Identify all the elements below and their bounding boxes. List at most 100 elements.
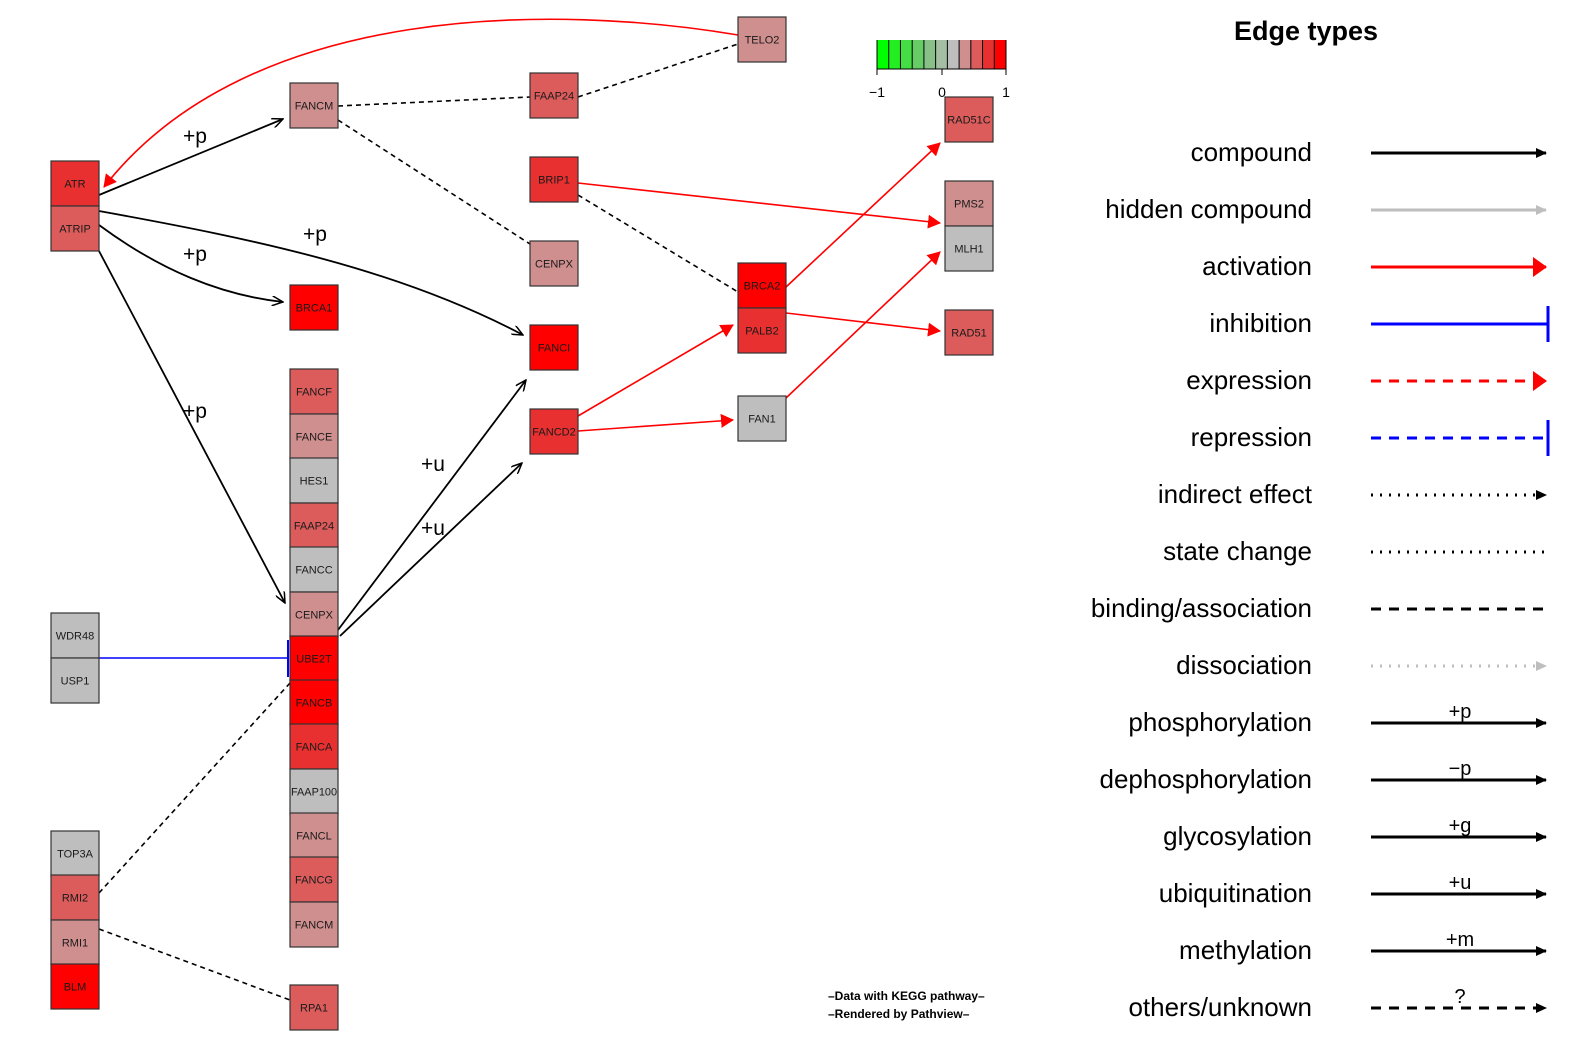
gene-node-label: FAAP24 [294,521,334,533]
gene-node-rpa1[interactable]: RPA1 [289,984,339,1031]
color-scale-cell [959,40,972,69]
gene-node-atrip[interactable]: ATRIP [50,205,100,252]
legend-item-label: phosphorylation [1128,707,1312,737]
gene-node-rmi1[interactable]: RMI1 [50,919,100,966]
color-scale-cell [900,40,913,69]
edge-atr-fancm [98,119,283,196]
edge-brip1-pms2 [577,182,941,229]
edge-rmi1-rpa1 [98,928,291,1001]
edge-telo2-atr [103,18,739,188]
gene-node-top3a[interactable]: TOP3A [50,830,100,877]
gene-node-fancb[interactable]: FANCB [289,679,339,726]
color-scale-cell [947,40,960,69]
gene-node-usp1[interactable]: USP1 [50,657,100,704]
edge-label-atrip-brca1: +p [183,243,207,266]
gene-node-label: CENPX [295,610,334,622]
legend-item-label: methylation [1179,935,1312,965]
gene-node-blm[interactable]: BLM [50,963,100,1010]
gene-node-wdr48[interactable]: WDR48 [50,612,100,659]
edge-palb2-rad51 [785,312,941,337]
gene-node-rmi2[interactable]: RMI2 [50,874,100,921]
gene-node-fancf[interactable]: FANCF [289,368,339,415]
gene-node-label: RMI1 [62,938,88,950]
gene-node-box [289,502,339,549]
gene-node-cenpx_top[interactable]: CENPX [529,240,579,287]
gene-node-fancl[interactable]: FANCL [289,812,339,859]
edge-label-atr-fancm: +p [183,125,207,148]
gene-node-rad51[interactable]: RAD51 [944,309,994,356]
gene-node-fanci[interactable]: FANCI [529,324,579,371]
legend-item-label: binding/association [1091,593,1312,623]
gene-node-atr[interactable]: ATR [50,160,100,207]
gene-node-brip1[interactable]: BRIP1 [529,156,579,203]
gene-node-box [289,984,339,1031]
gene-node-label: TOP3A [57,849,94,861]
gene-node-brca1[interactable]: BRCA1 [289,284,339,331]
gene-node-box [50,874,100,921]
gene-node-label: BRCA2 [744,281,781,293]
gene-node-fancc[interactable]: FANCC [289,546,339,593]
color-scale-cell [888,40,901,69]
gene-node-label: FANCD2 [532,427,575,439]
edge-fancm-cenpx [337,119,531,245]
gene-node-fancm_col[interactable]: FANCM [289,901,339,948]
legend-item-label: state change [1163,536,1312,566]
gene-node-label: WDR48 [56,631,95,643]
gene-node-fancg[interactable]: FANCG [289,856,339,903]
gene-node-label: RMI2 [62,893,88,905]
gene-node-hes1[interactable]: HES1 [289,457,339,504]
legend-item-labeled: ubiquitination+u [1159,872,1547,908]
gene-node-box [50,963,100,1010]
gene-node-label: FAAP24 [534,91,574,103]
gene-node-fanca[interactable]: FANCA [289,723,339,770]
gene-node-label: USP1 [61,676,90,688]
legend-item-labeled: phosphorylation+p [1128,701,1547,737]
gene-node-ube2t[interactable]: UBE2T [289,635,339,682]
legend-item-label: ubiquitination [1159,878,1312,908]
gene-node-box [289,413,339,460]
legend-item-label: others/unknown [1128,992,1312,1022]
gene-node-box [737,16,787,63]
legend-title: Edge types [1234,16,1378,46]
gene-node-faap24_top[interactable]: FAAP24 [529,72,579,119]
edge-ube2t-fancd2 [339,463,522,637]
gene-node-fancm_top[interactable]: FANCM [289,82,339,129]
gene-node-box [289,723,339,770]
gene-node-telo2[interactable]: TELO2 [737,16,787,63]
gene-node-label: BRCA1 [296,303,333,315]
gene-node-fancd2[interactable]: FANCD2 [529,408,579,455]
gene-node-box [737,395,787,442]
legend-item-labeled: glycosylation+g [1163,815,1547,851]
gene-node-label: FANCA [296,742,333,754]
gene-node-box [289,368,339,415]
legend-item-label: inhibition [1209,308,1312,338]
gene-node-box [529,72,579,119]
gene-node-mlh1[interactable]: MLH1 [944,225,994,272]
gene-node-faap100[interactable]: FAAP100 [289,768,339,815]
gene-node-box [50,205,100,252]
gene-node-brca2[interactable]: BRCA2 [737,262,787,309]
gene-node-palb2[interactable]: PALB2 [737,307,787,354]
gene-node-label: FAN1 [748,414,776,426]
gene-node-label: CENPX [535,259,574,271]
gene-node-label: FANCM [295,101,334,113]
credit-line-2: –Rendered by Pathview– [828,1007,970,1021]
gene-node-cenpx_col[interactable]: CENPX [289,591,339,638]
legend-item-compound: compound [1191,137,1547,167]
edge-label-ube2t-fanci: +u [421,453,445,476]
gene-node-rad51c[interactable]: RAD51C [944,96,994,143]
legend-edge-label: ? [1454,986,1465,1008]
gene-node-label: FANCE [296,432,333,444]
gene-node-pms2[interactable]: PMS2 [944,180,994,227]
legend-edge-label: +m [1446,929,1474,951]
gene-node-box [289,679,339,726]
legend-item-hidden_compound: hidden compound [1105,194,1547,224]
gene-node-box [289,901,339,948]
gene-node-fance[interactable]: FANCE [289,413,339,460]
gene-node-faap24_col[interactable]: FAAP24 [289,502,339,549]
gene-node-label: FANCL [296,831,331,843]
gene-node-fan1[interactable]: FAN1 [737,395,787,442]
legend-item-indirect: indirect effect [1158,479,1547,509]
